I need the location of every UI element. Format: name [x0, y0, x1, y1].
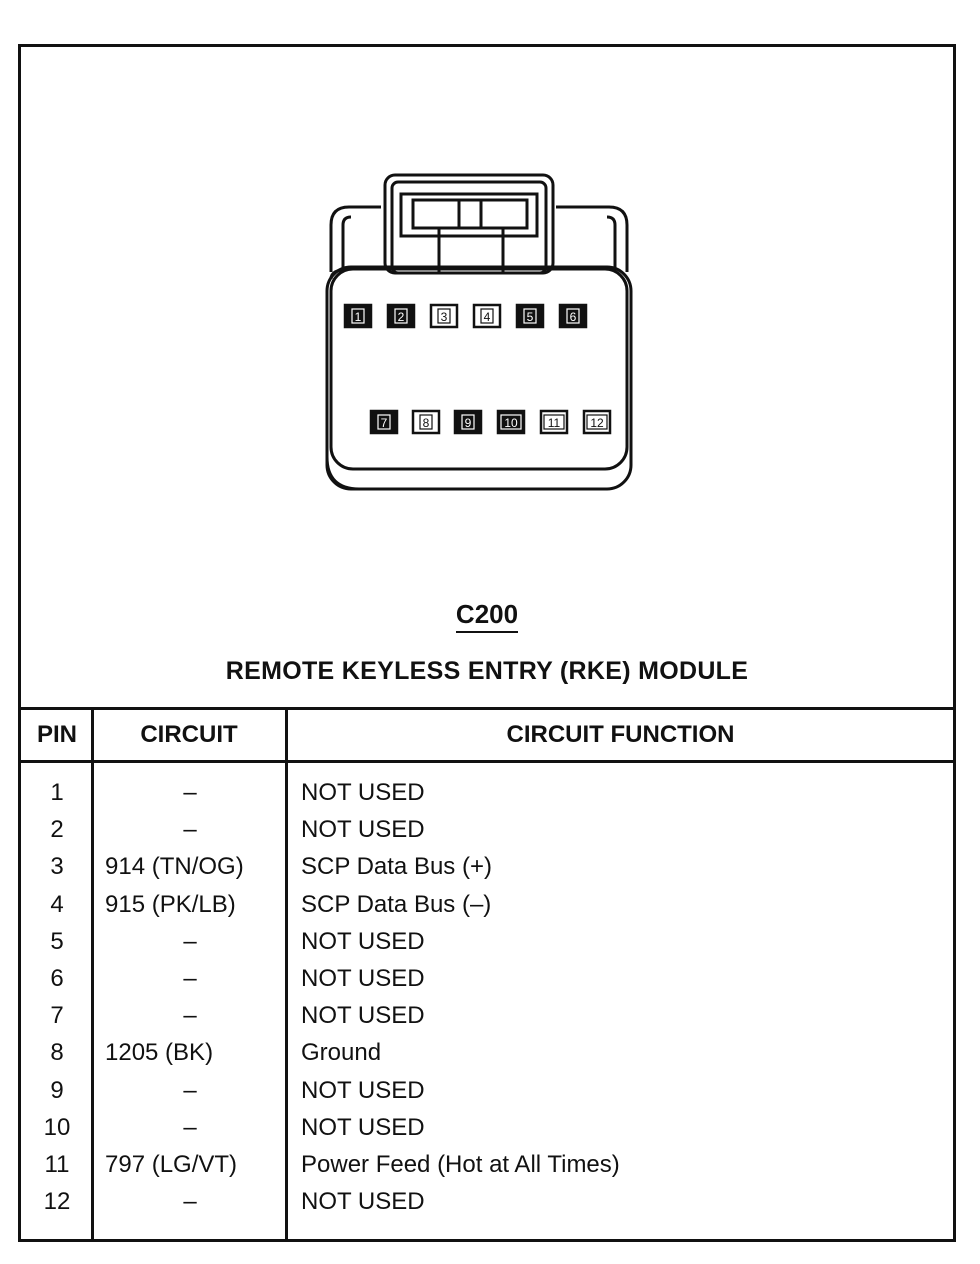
header-circuit-function: CIRCUIT FUNCTION	[506, 721, 735, 748]
column-divider	[285, 707, 288, 1239]
circuit-function: NOT USED	[301, 816, 425, 844]
pin-number: 8	[50, 1039, 64, 1067]
pin-cavity-12: 12	[582, 409, 612, 435]
circuit-function: NOT USED	[301, 1113, 425, 1141]
table-row: 9 – NOT USED	[21, 1077, 953, 1114]
pin-cavity-3: 3	[429, 303, 459, 329]
pin-cavity-6: 6	[558, 303, 588, 329]
pin-cavity-label: 2	[398, 310, 405, 324]
circuit-function: NOT USED	[301, 1002, 425, 1030]
pin-cavity-label: 1	[355, 310, 362, 324]
table-row: 8 1205 (BK) Ground	[21, 1039, 953, 1076]
circuit-value: –	[183, 1076, 197, 1104]
pin-cavity-label: 5	[527, 310, 534, 324]
pin-number: 9	[50, 1076, 64, 1104]
pin-cavity-5: 5	[515, 303, 545, 329]
pin-number: 12	[43, 1188, 71, 1216]
circuit-function: NOT USED	[301, 927, 425, 955]
header-circuit: CIRCUIT	[140, 721, 238, 748]
circuit-function: NOT USED	[301, 779, 425, 806]
pin-number: 4	[50, 890, 64, 918]
pin-number: 5	[50, 927, 64, 955]
circuit-function: SCP Data Bus (–)	[301, 890, 492, 918]
circuit-value: –	[183, 1002, 197, 1030]
circuit-value: –	[183, 965, 197, 992]
circuit-function: SCP Data Bus (+)	[301, 853, 492, 881]
circuit-value: –	[183, 816, 197, 844]
pin-cavity-1: 1	[343, 303, 373, 329]
pin-cavity-8: 8	[411, 409, 441, 435]
pin-cavity-7: 7	[369, 409, 399, 435]
table-row: 6 – NOT USED	[21, 965, 953, 1002]
table-row: 4 915 (PK/LB) SCP Data Bus (–)	[21, 891, 953, 928]
pin-cavity-10: 10	[496, 409, 526, 435]
circuit-value: –	[183, 1113, 197, 1141]
pin-cavity-label: 7	[381, 416, 388, 430]
circuit-function: Power Feed (Hot at All Times)	[301, 1151, 620, 1178]
side-ears	[329, 205, 629, 272]
table-top-rule	[21, 707, 953, 710]
pin-cavity-label: 4	[484, 310, 491, 324]
pin-cavity-label: 11	[548, 416, 561, 430]
connector-id: C200	[21, 599, 953, 633]
pin-cavity-label: 3	[441, 310, 448, 324]
circuit-value: 914 (TN/OG)	[105, 853, 244, 881]
circuit-value: 1205 (BK)	[105, 1039, 214, 1067]
circuit-value: 915 (PK/LB)	[105, 890, 236, 918]
pin-cavity-label: 8	[423, 416, 430, 430]
circuit-value: –	[183, 927, 197, 955]
pin-number: 3	[50, 853, 64, 881]
pin-number: 2	[50, 816, 64, 844]
latch-outline	[383, 173, 555, 275]
table-row: 1 – NOT USED	[21, 779, 953, 816]
table-row: 5 – NOT USED	[21, 928, 953, 965]
table-row: 12 – NOT USED	[21, 1188, 953, 1225]
pin-cavity-label: 10	[504, 416, 518, 430]
table-row: 7 – NOT USED	[21, 1002, 953, 1039]
circuit-function: NOT USED	[301, 965, 425, 992]
circuit-value: –	[183, 779, 197, 806]
table-row: 10 – NOT USED	[21, 1114, 953, 1151]
table-row: 2 – NOT USED	[21, 816, 953, 853]
pin-cavity-9: 9	[453, 409, 483, 435]
pin-number: 10	[43, 1113, 71, 1141]
module-title: REMOTE KEYLESS ENTRY (RKE) MODULE	[225, 657, 749, 685]
header-pin: PIN	[36, 721, 77, 748]
pin-number: 6	[50, 965, 64, 992]
pin-number: 11	[44, 1151, 70, 1178]
table-row: 11 797 (LG/VT) Power Feed (Hot at All Time…	[21, 1151, 953, 1188]
circuit-value: 797 (LG/VT)	[105, 1151, 238, 1178]
pin-cavity-label: 12	[590, 416, 604, 430]
pin-cavity-label: 9	[465, 416, 472, 430]
circuit-value: –	[183, 1188, 197, 1216]
pin-number: 7	[50, 1002, 64, 1030]
circuit-function: NOT USED	[301, 1188, 425, 1216]
pin-number: 1	[50, 779, 64, 806]
pin-cavity-4: 4	[472, 303, 502, 329]
pin-cavity-label: 6	[570, 310, 577, 324]
column-divider	[91, 707, 94, 1239]
connector-id-label: C200	[455, 599, 519, 633]
pin-cavity-2: 2	[386, 303, 416, 329]
table-header-rule	[21, 760, 953, 763]
pin-cavity-11: 11	[539, 409, 569, 435]
connector-body	[325, 265, 633, 491]
circuit-function: Ground	[301, 1039, 382, 1067]
table-row: 3 914 (TN/OG) SCP Data Bus (+)	[21, 853, 953, 890]
circuit-function: NOT USED	[301, 1076, 425, 1104]
